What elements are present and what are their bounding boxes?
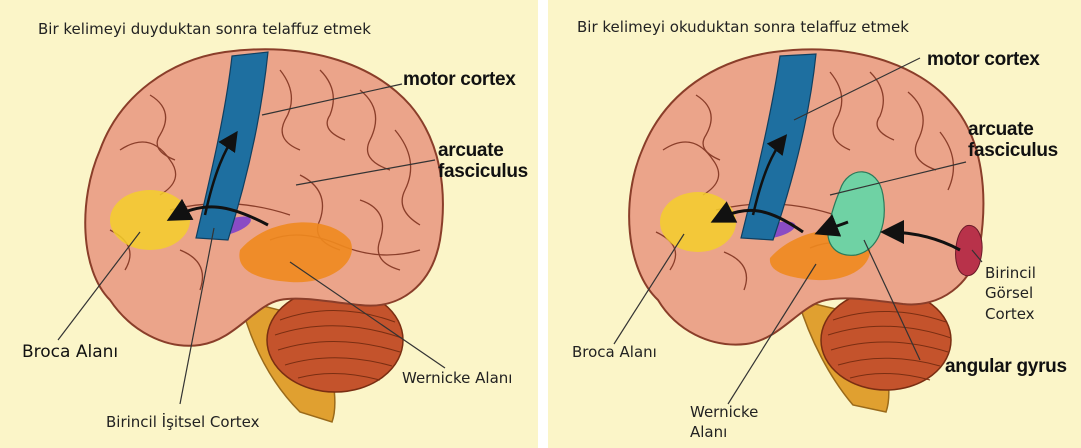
label-angular-gyrus: angular gyrus: [945, 357, 1067, 378]
label-visual-cortex: Birincil Görsel Cortex: [985, 263, 1036, 324]
cerebellum: [821, 290, 951, 390]
label-broca-area: Broca Alanı: [22, 343, 118, 362]
label-broca-area: Broca Alanı: [572, 344, 657, 361]
label-arcuate-fasciculus: arcuate fasciculus: [968, 120, 1058, 162]
label-wernicke-area: Wernicke Alanı: [402, 370, 512, 387]
panel-title-right: Bir kelimeyi okuduktan sonra telaffuz et…: [577, 19, 909, 36]
label-arcuate-fasciculus: arcuate fasciculus: [438, 141, 528, 183]
panel-divider: [538, 0, 548, 448]
label-wernicke-area: Wernicke Alanı: [690, 402, 758, 443]
panel-title-left: Bir kelimeyi duyduktan sonra telaffuz et…: [38, 21, 371, 38]
panel-hearing: Bir kelimeyi duyduktan sonra telaffuz et…: [0, 0, 538, 448]
panel-reading: Bir kelimeyi okuduktan sonra telaffuz et…: [548, 0, 1081, 448]
label-motor-cortex: motor cortex: [927, 50, 1040, 71]
broca-area: [110, 190, 190, 250]
label-auditory-cortex: Birincil İşitsel Cortex: [106, 414, 259, 431]
broca-area: [660, 192, 736, 252]
label-motor-cortex: motor cortex: [403, 70, 516, 91]
